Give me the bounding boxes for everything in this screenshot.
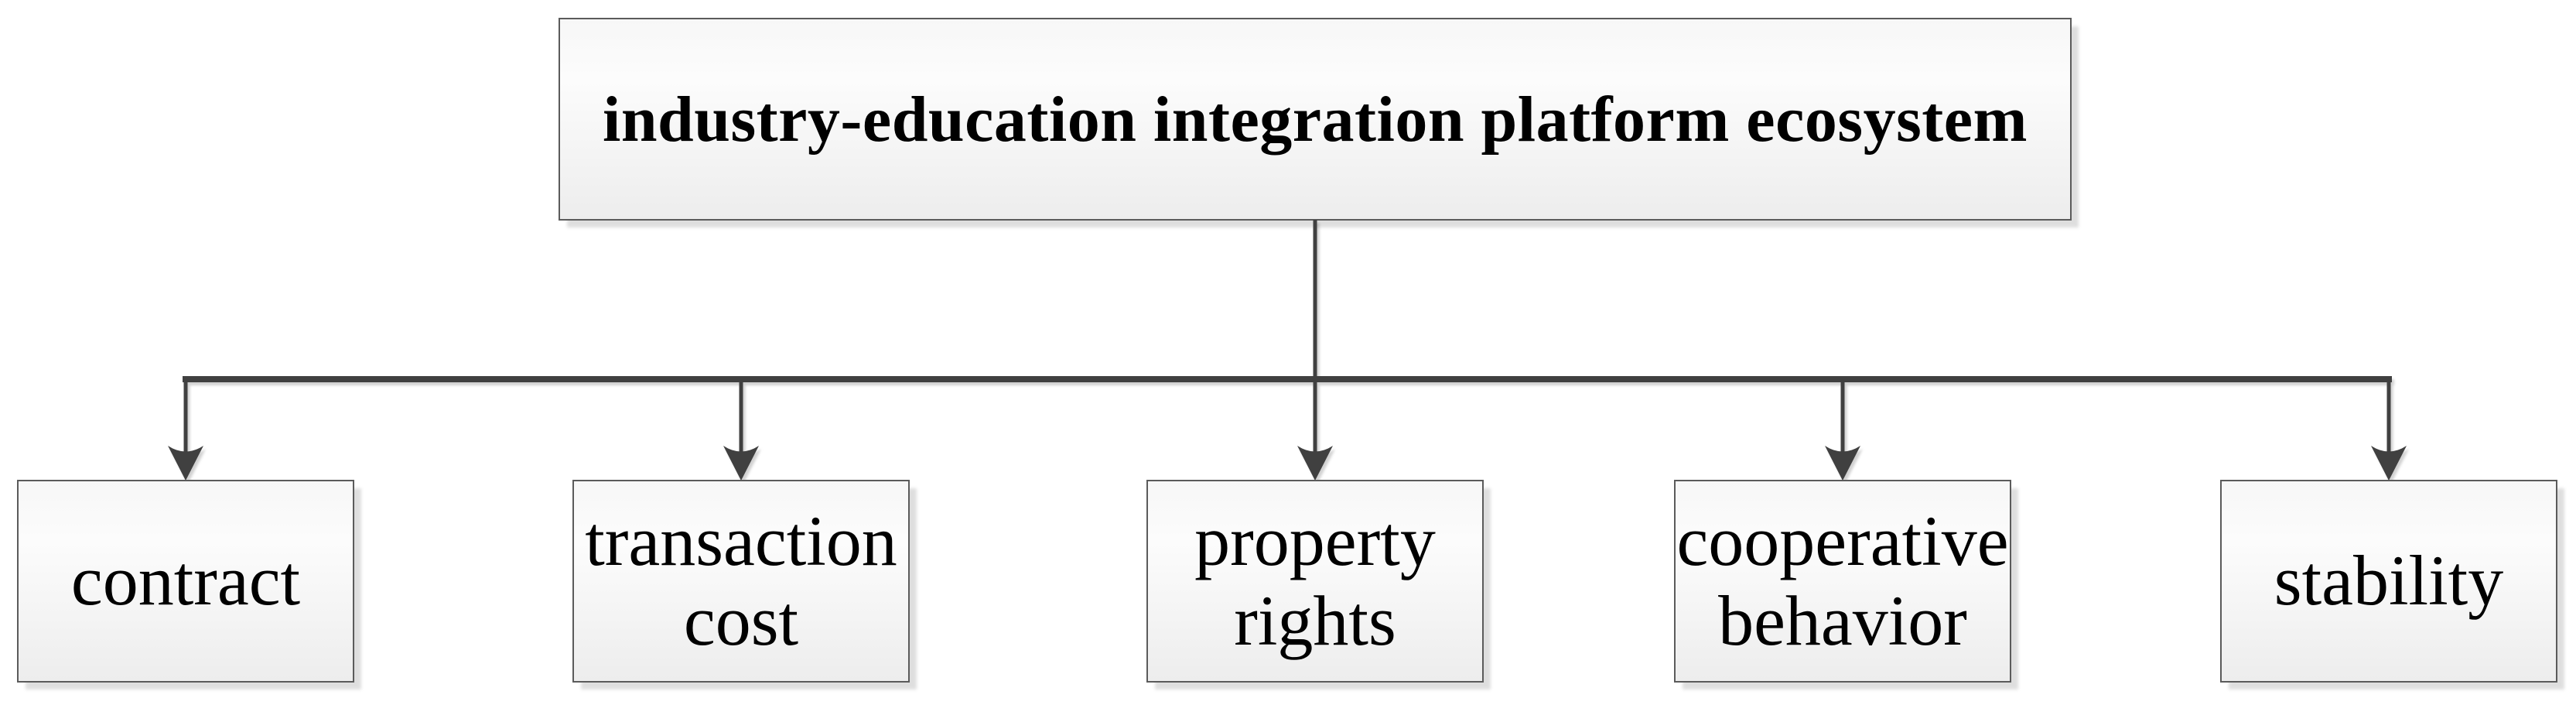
root-node: industry-education integration platform …	[559, 18, 2072, 221]
child-node-transaction-cost: transaction cost	[572, 480, 910, 683]
root-node-label: industry-education integration platform …	[603, 83, 2028, 156]
child-node-property-rights: property rights	[1146, 480, 1484, 683]
child-node-stability: stability	[2220, 480, 2557, 683]
down-arrowhead-transaction-cost	[723, 446, 759, 481]
child-node-contract: contract	[17, 480, 354, 683]
child-node-cooperative-behavior: cooperative behavior	[1674, 480, 2011, 683]
down-arrowhead-contract	[168, 446, 203, 481]
child-node-label: property rights	[1194, 501, 1436, 660]
down-arrowhead-property-rights	[1297, 446, 1333, 481]
down-arrowhead-stability	[2371, 446, 2407, 481]
child-node-label: contract	[70, 541, 301, 621]
child-node-label: stability	[2274, 541, 2504, 621]
down-arrowhead-cooperative-behavior	[1825, 446, 1860, 481]
child-node-label: cooperative behavior	[1676, 501, 2009, 660]
child-node-label: transaction cost	[585, 501, 897, 660]
